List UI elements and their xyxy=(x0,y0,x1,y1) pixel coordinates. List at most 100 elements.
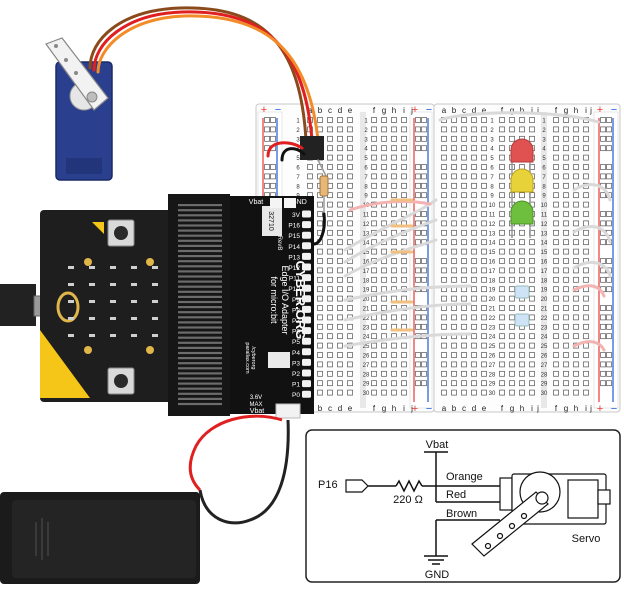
rail-hole xyxy=(600,126,606,133)
breadboard-hole xyxy=(327,145,333,152)
adapter-pin-socket[interactable] xyxy=(302,263,311,271)
row-number: 18 xyxy=(363,278,370,284)
microbit-accent-bottom xyxy=(40,330,90,398)
row-number: 15 xyxy=(489,250,496,256)
adapter-pin-socket[interactable] xyxy=(302,274,311,282)
adapter-pin-socket[interactable] xyxy=(302,305,311,313)
adapter-pin-socket[interactable] xyxy=(302,231,311,239)
breadboard-hole xyxy=(461,342,467,349)
breadboard-hole xyxy=(327,333,333,340)
breadboard-hole xyxy=(317,380,323,387)
row-number: 22 xyxy=(363,316,370,322)
breadboard-hole xyxy=(573,239,579,246)
row-number: 19 xyxy=(541,288,548,294)
breadboard-hole xyxy=(563,370,569,377)
breadboard-hole xyxy=(347,276,353,283)
breadboard-hole xyxy=(583,220,589,227)
breadboard-hole xyxy=(499,173,505,180)
adapter-gnd-top-label: GND xyxy=(291,199,307,206)
breadboard-hole xyxy=(461,154,467,161)
breadboard-hole xyxy=(441,370,447,377)
gnd-header-top[interactable] xyxy=(284,198,296,208)
breadboard-hole xyxy=(461,258,467,264)
breadboard-hole xyxy=(563,229,569,236)
battery-connector[interactable] xyxy=(275,403,301,419)
breadboard-hole xyxy=(563,248,569,255)
edge-pin xyxy=(178,265,222,268)
rail-hole xyxy=(264,173,270,180)
breadboard-hole xyxy=(327,239,333,246)
column-letter: g xyxy=(564,106,568,115)
jumper-wire xyxy=(348,200,432,212)
breadboard-hole xyxy=(347,286,353,293)
breadboard-hole xyxy=(317,333,323,340)
servo-wire-brown xyxy=(88,6,308,142)
breadboard-hole xyxy=(337,135,343,142)
jumper-wire xyxy=(438,111,600,124)
breadboard-hole xyxy=(337,361,343,368)
adapter-pin-column: 3VP16P15P14P13P12P11P10P9P8P7P6P5P4P3P2P… xyxy=(288,210,311,399)
breadboard-hole xyxy=(317,220,323,227)
breadboard-hole xyxy=(553,389,559,396)
adapter-pin-socket[interactable] xyxy=(302,358,311,366)
breadboard-hole xyxy=(391,117,397,123)
breadboard-hole xyxy=(471,173,477,180)
breadboard-hole xyxy=(583,164,589,170)
servo-mount-tab xyxy=(66,158,102,174)
breadboard-hole xyxy=(553,239,559,246)
breadboard-hole xyxy=(337,352,343,358)
rail-hole xyxy=(421,117,427,123)
breadboard-hole xyxy=(391,239,397,246)
column-letter: b xyxy=(452,106,457,115)
adapter-pin-socket[interactable] xyxy=(302,337,311,345)
breadboard-hole xyxy=(381,370,387,377)
adapter-pin-socket[interactable] xyxy=(302,348,311,356)
adapter-pin-socket[interactable] xyxy=(302,295,311,303)
breadboard-hole xyxy=(327,352,333,358)
breadboard-hole xyxy=(337,164,343,170)
breadboard-hole xyxy=(553,295,559,302)
column-letter: d xyxy=(338,404,342,413)
breadboard-hole xyxy=(317,361,323,368)
breadboard-hole xyxy=(553,352,559,358)
edge-pin xyxy=(178,377,222,380)
breadboard-hole xyxy=(391,164,397,170)
row-number: 19 xyxy=(363,288,370,294)
row-number: 3 xyxy=(296,137,300,143)
row-number: 7 xyxy=(542,175,546,181)
breadboard-hole xyxy=(471,117,477,123)
breadboard-hole xyxy=(471,145,477,152)
rail-hole xyxy=(600,164,606,170)
adapter-pin-socket[interactable] xyxy=(302,284,311,292)
breadboard-hole xyxy=(481,305,487,311)
breadboard-hole xyxy=(519,389,525,396)
vbat-header-top[interactable] xyxy=(270,198,282,208)
breadboard-hole xyxy=(371,117,377,123)
breadboard-hole xyxy=(529,333,535,340)
breadboard-hole xyxy=(519,380,525,387)
power-jumper[interactable] xyxy=(268,352,290,368)
breadboard-hole xyxy=(381,220,387,227)
schematic-frame xyxy=(305,429,621,583)
breadboard-hole xyxy=(499,239,505,246)
adapter-pin-socket[interactable] xyxy=(302,380,311,388)
adapter-pin-socket[interactable] xyxy=(302,327,311,335)
adapter-pin-socket[interactable] xyxy=(302,252,311,260)
adapter-pin-socket[interactable] xyxy=(302,242,311,250)
adapter-pin-socket[interactable] xyxy=(302,210,311,218)
row-number: 11 xyxy=(363,213,370,219)
row-number: 27 xyxy=(363,363,370,369)
adapter-pin-socket[interactable] xyxy=(302,316,311,324)
breadboard-hole xyxy=(509,361,515,368)
adapter-pin-socket[interactable] xyxy=(302,221,311,229)
breadboard-hole xyxy=(563,135,569,142)
row-number: 27 xyxy=(541,363,548,369)
breadboard-hole xyxy=(371,248,377,255)
adapter-pin-socket[interactable] xyxy=(302,369,311,377)
breadboard-hole xyxy=(573,352,579,358)
rail-minus-label: − xyxy=(611,403,617,415)
adapter-pin-socket[interactable] xyxy=(302,390,311,398)
column-letter: j xyxy=(536,404,539,413)
rail-hole xyxy=(600,305,606,311)
